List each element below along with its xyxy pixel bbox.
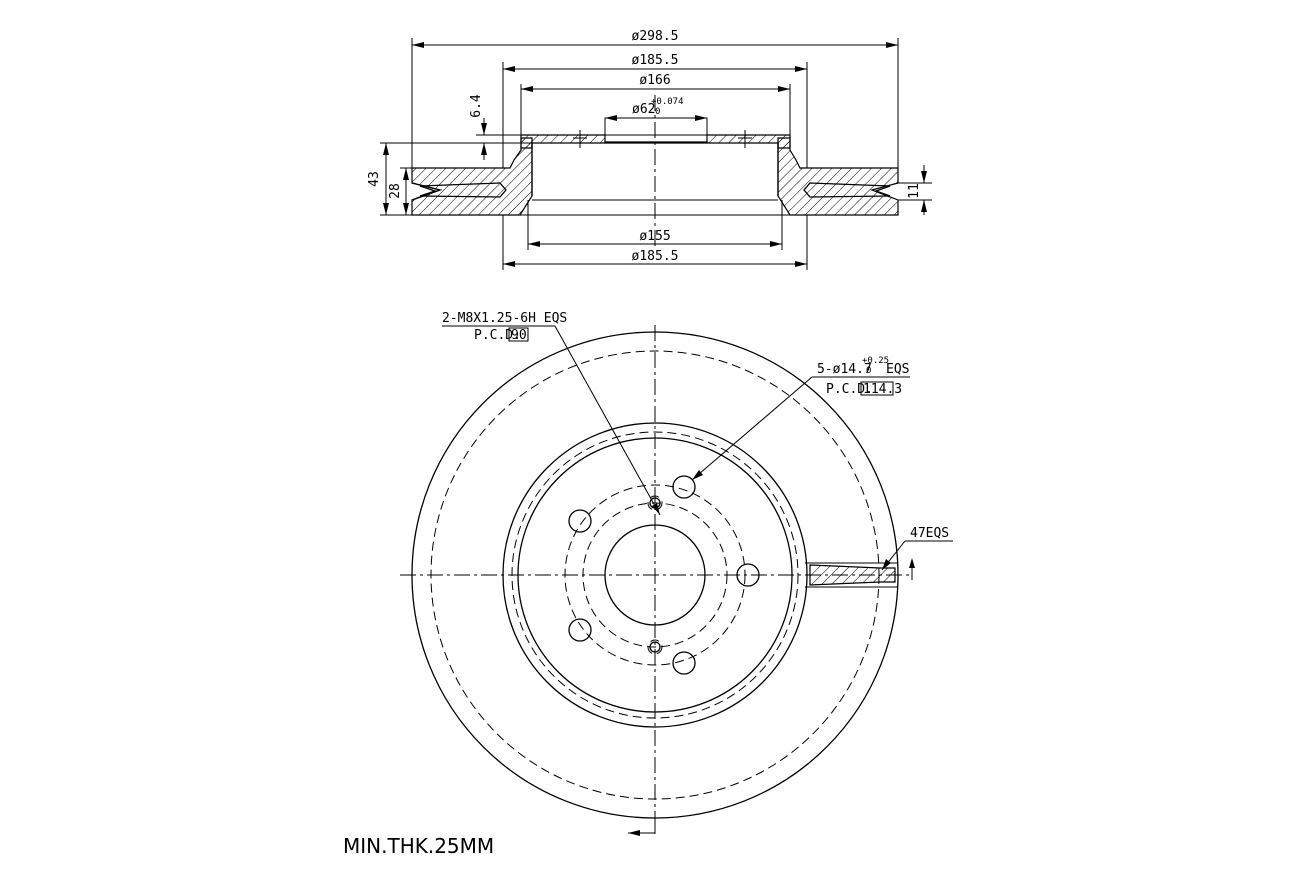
hole-tol-upper: +0.25: [862, 356, 889, 366]
wheel-bolt-hole: [568, 509, 592, 533]
dim-outer-diameter: ø298.5: [632, 29, 679, 44]
dim-vent-gap: 11: [907, 183, 922, 199]
right-friction-ring: [777, 137, 899, 216]
dim-hat-thickness: 6.4: [469, 94, 484, 118]
wheel-bolt-hole: [736, 563, 760, 587]
hole-pcd-value: 114.3: [863, 382, 902, 397]
thread-pcd-value: 90: [511, 328, 527, 343]
hole-tol-lower: 0: [866, 366, 871, 376]
pcd-circle: [564, 484, 746, 666]
vanes-callout: 47EQS: [910, 526, 949, 541]
thread-callout: 2-M8X1.25-6H EQS: [442, 311, 567, 326]
min-thickness-note: MIN.THK.25MM: [343, 834, 494, 858]
dim-hat-diameter: ø185.5: [632, 53, 679, 68]
vent-vane-detail: [809, 564, 896, 586]
plan-view: 2-M8X1.25-6H EQS P.C.D. 90 5-ø14.7 +0.25…: [400, 311, 953, 836]
dim-bore-tol-upper: +0.074: [651, 97, 684, 107]
hat-face-edge: [517, 437, 793, 713]
dim-bore-diameter: ø62: [632, 102, 655, 117]
centre-bore: [604, 524, 706, 626]
section-view: ø298.5 ø185.5 ø166 ø62 +0.074 0 6.4: [367, 29, 932, 270]
wheel-bolt-hole: [672, 651, 696, 675]
threaded-hole: [649, 641, 661, 653]
dim-bore-tol-lower: 0: [655, 107, 660, 117]
left-friction-ring: [411, 137, 533, 216]
hat-outer-edge: [502, 422, 808, 728]
wheel-bolt-hole: [568, 618, 592, 642]
hole-callout-suffix: EQS: [886, 362, 909, 377]
dim-disc-thickness: 28: [388, 183, 403, 199]
disc-outer-edge: [411, 331, 899, 819]
dim-mount-face-diameter: ø166: [639, 73, 670, 88]
hole-callout: 5-ø14.7: [817, 362, 872, 377]
dim-total-height: 43: [367, 171, 382, 187]
dim-inner-hat-diameter: ø155: [639, 229, 670, 244]
wheel-bolt-hole: [672, 475, 696, 499]
dim-hat-bottom-diameter: ø185.5: [632, 249, 679, 264]
